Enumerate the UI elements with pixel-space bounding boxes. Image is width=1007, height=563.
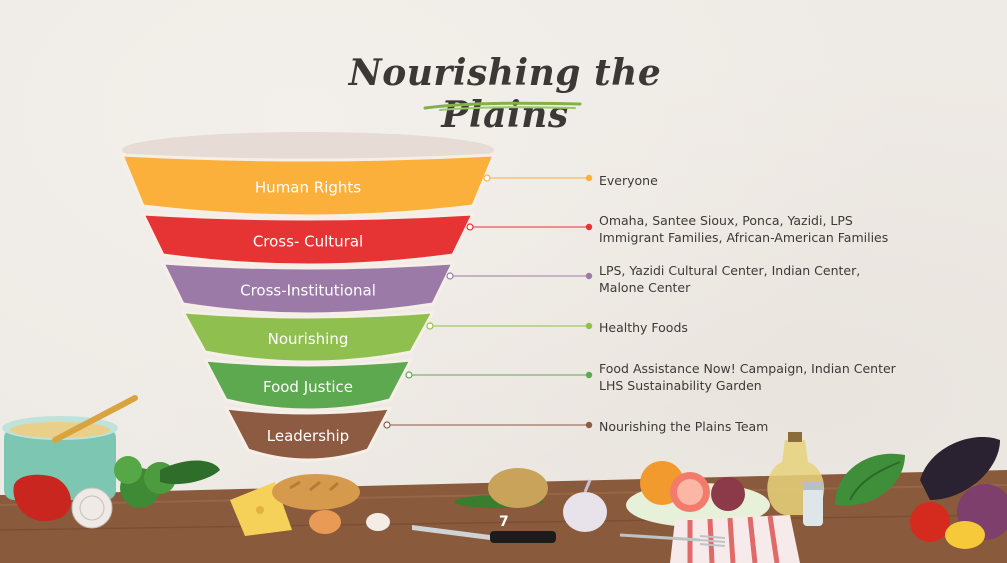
- tier-description-6: Nourishing the Plains Team: [599, 418, 768, 435]
- description-line: Food Assistance Now! Campaign, Indian Ce…: [599, 361, 896, 376]
- funnel-tier-shape: [160, 261, 456, 316]
- tier-description-1: Everyone: [599, 172, 658, 189]
- connector-4: [426, 322, 593, 330]
- tomato-icon: [910, 502, 950, 542]
- tier-description-4: Healthy Foods: [599, 319, 688, 336]
- connector-end-dot: [585, 421, 593, 429]
- funnel-tier-shape: [119, 153, 497, 218]
- salt-shaker-icon: [803, 482, 823, 526]
- funnel-tier-label: Food Justice: [263, 378, 353, 396]
- description-line: Everyone: [599, 173, 658, 188]
- connector-start-dot: [446, 272, 454, 280]
- potato-icon: [488, 468, 548, 508]
- connector-3: [446, 272, 593, 280]
- funnel-tier-label: Cross-Institutional: [240, 282, 376, 300]
- connector-end-dot: [585, 174, 593, 182]
- funnel-tier-label: Cross- Cultural: [253, 233, 363, 251]
- knife-icon: [412, 525, 556, 543]
- description-line: Nourishing the Plains Team: [599, 419, 769, 434]
- description-line: Omaha, Santee Sioux, Ponca, Yazidi, LPS: [599, 213, 853, 228]
- page-title: Nourishing the Plains: [348, 52, 662, 136]
- funnel-tier-shape: [180, 310, 436, 364]
- garlic-icon: [563, 479, 607, 532]
- funnel-tier-3: Cross-Institutional: [160, 261, 456, 316]
- pepper-icon: [13, 474, 71, 522]
- funnel-tier-shape: [140, 212, 476, 267]
- connector-end-dot: [585, 272, 593, 280]
- connector-end-dot: [585, 223, 593, 231]
- zucchini-icon: [160, 460, 220, 485]
- description-line: LPS, Yazidi Cultural Center, Indian Cent…: [599, 263, 861, 278]
- egg-icon: [309, 510, 390, 534]
- fruit-plate-icon: [626, 461, 770, 527]
- greens-icon: [835, 453, 905, 506]
- description-line: Malone Center: [599, 280, 691, 295]
- connector-start-dot: [426, 322, 434, 330]
- eggplant-icon: [920, 436, 1000, 500]
- funnel-tier-1: Human Rights: [119, 153, 497, 218]
- connector-start-dot: [383, 421, 391, 429]
- funnel-tier-label: Leadership: [267, 427, 349, 445]
- connector-6: [383, 421, 593, 429]
- connector-start-dot: [483, 174, 491, 182]
- funnel-tier-4: Nourishing: [180, 310, 436, 364]
- page-number: 7: [499, 514, 509, 530]
- fork-icon: [619, 533, 726, 547]
- connector-start-dot: [405, 371, 413, 379]
- connector-2: [466, 223, 593, 231]
- funnel-tier-2: Cross- Cultural: [140, 212, 476, 267]
- connector-5: [405, 371, 593, 379]
- lemon-icon: [945, 521, 985, 549]
- connector-end-dot: [585, 322, 593, 330]
- connector-1: [483, 174, 593, 182]
- funnel-tier-5: Food Justice: [202, 358, 414, 412]
- bread-icon: [272, 474, 360, 510]
- funnel-tier-6: Leadership: [223, 406, 393, 462]
- description-line: Healthy Foods: [599, 320, 688, 335]
- tier-description-2: Omaha, Santee Sioux, Ponca, Yazidi, LPS …: [599, 212, 888, 246]
- connector-end-dot: [585, 371, 593, 379]
- connector-start-dot: [466, 223, 474, 231]
- funnel-tier-shape: [223, 406, 393, 462]
- tier-description-3: LPS, Yazidi Cultural Center, Indian Cent…: [599, 262, 860, 296]
- funnel-tier-shape: [202, 358, 414, 412]
- funnel-tier-label: Human Rights: [255, 179, 361, 197]
- funnel-tier-label: Nourishing: [268, 330, 349, 348]
- onion-icon: [71, 487, 113, 529]
- tier-description-5: Food Assistance Now! Campaign, Indian Ce…: [599, 360, 896, 394]
- description-line: LHS Sustainability Garden: [599, 378, 762, 393]
- description-line: Immigrant Families, African-American Fam…: [599, 230, 889, 245]
